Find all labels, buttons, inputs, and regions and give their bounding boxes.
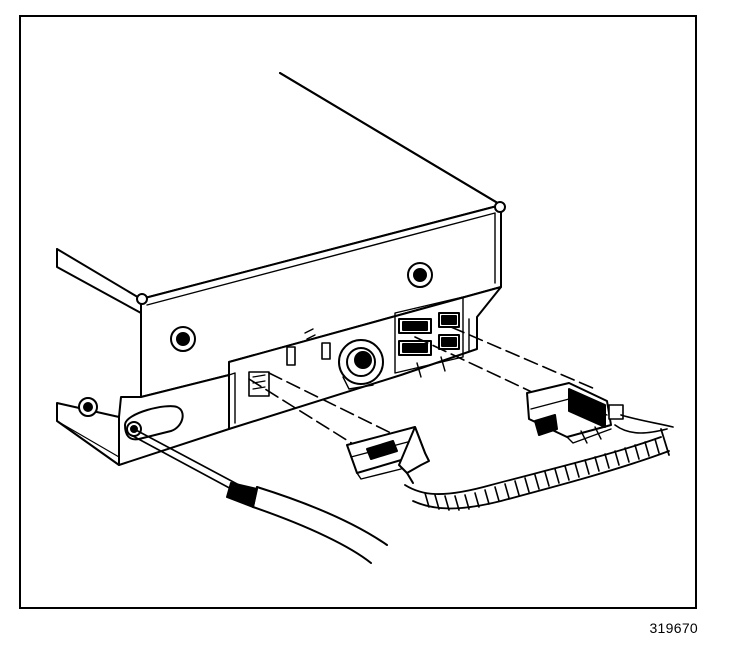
alignment-lines: [248, 326, 596, 450]
wiring-harness: [404, 414, 674, 511]
radio-unit: [56, 72, 506, 466]
figure-id: 319670: [649, 620, 698, 636]
harness-ribs: [424, 438, 660, 511]
antenna-cable-ferrule: [226, 482, 258, 508]
radio-removal-illustration: [56, 72, 674, 564]
left-electrical-connector: [346, 426, 430, 480]
rear-connector-ports: [394, 296, 464, 378]
right-electrical-connector: [526, 382, 624, 444]
rear-antenna-socket: [338, 339, 384, 390]
screw-boss-left: [170, 326, 196, 352]
antenna-cable: [130, 428, 388, 564]
bracket-screw: [78, 397, 98, 417]
screw-boss-right: [407, 262, 433, 288]
diagram-frame: [19, 15, 697, 609]
